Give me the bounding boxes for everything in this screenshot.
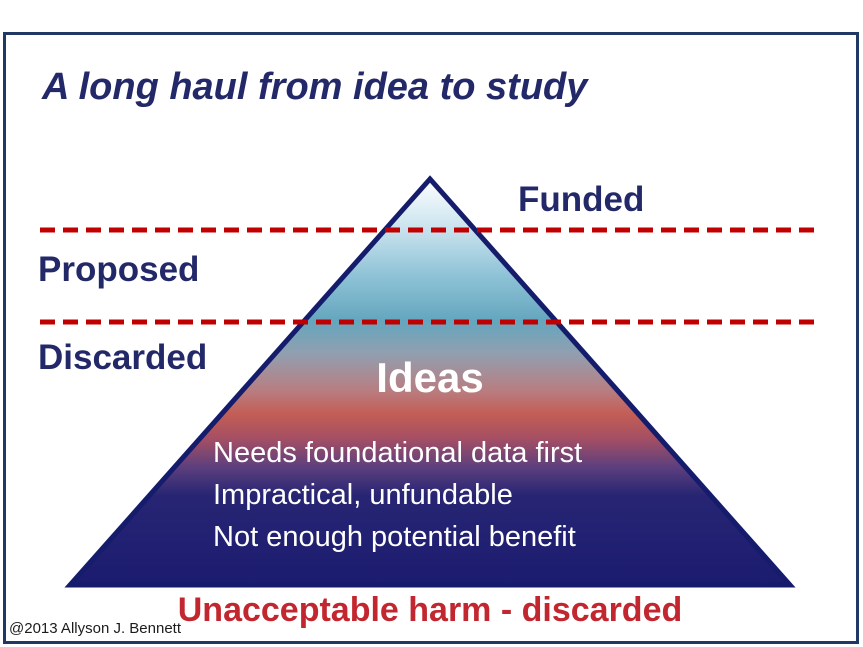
pyramid-heading: Ideas bbox=[376, 354, 484, 401]
pyramid-bullet-list: Needs foundational data first Impractica… bbox=[213, 432, 582, 558]
stage-label-funded: Funded bbox=[518, 180, 645, 219]
pyramid-bullet: Not enough potential benefit bbox=[213, 521, 576, 553]
pyramid-bullet: Needs foundational data first bbox=[213, 437, 583, 469]
pyramid-shape bbox=[64, 175, 796, 588]
stage-label-discarded: Discarded bbox=[38, 338, 208, 377]
stage-label-proposed: Proposed bbox=[38, 250, 200, 289]
credit-text: @2013 Allyson J. Bennett bbox=[9, 620, 182, 637]
pyramid-bullet: Impractical, unfundable bbox=[213, 479, 513, 511]
bottom-caption: Unacceptable harm - discarded bbox=[177, 591, 683, 629]
slide-title: A long haul from idea to study bbox=[42, 66, 588, 108]
